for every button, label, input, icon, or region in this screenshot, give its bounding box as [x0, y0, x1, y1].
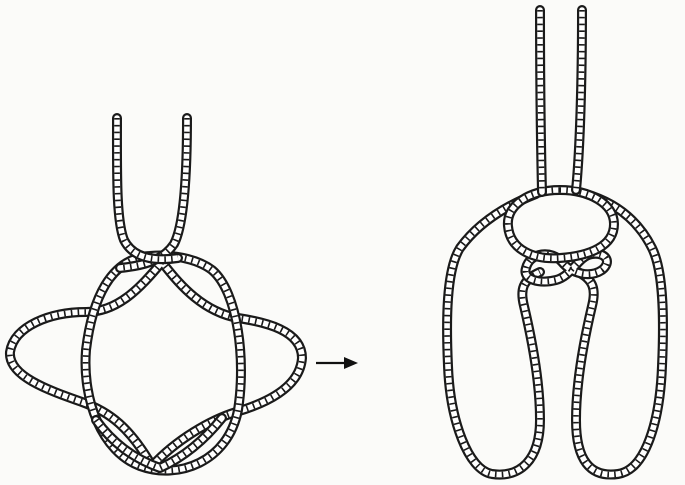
collar-loop [508, 190, 614, 258]
loose-knot-illustration [10, 118, 302, 471]
right-hanging-loop [576, 194, 663, 475]
standing-part-left [117, 118, 178, 259]
arrow-right-icon [316, 357, 358, 369]
standing-part-left [540, 10, 542, 192]
left-hanging-loop [447, 194, 540, 475]
horizontal-loop [10, 262, 302, 466]
standing-part-right [576, 10, 582, 190]
tightened-knot-illustration [447, 10, 663, 475]
